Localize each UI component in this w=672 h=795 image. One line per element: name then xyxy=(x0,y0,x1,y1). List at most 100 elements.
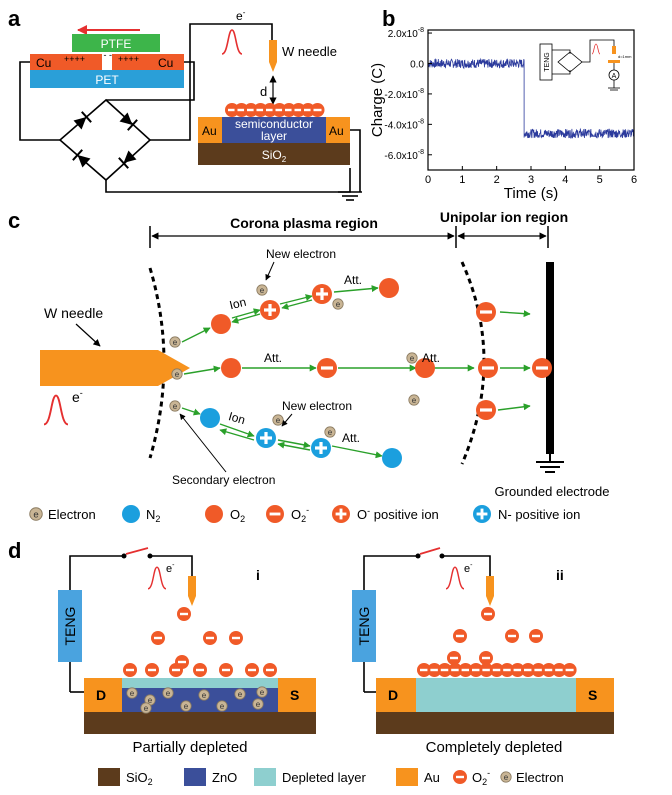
ions-i xyxy=(123,607,277,677)
grounded-electrode xyxy=(546,262,554,454)
o2-ion xyxy=(453,629,467,643)
o2-ion xyxy=(476,400,496,420)
legend-n-positive: N- positive ion xyxy=(498,507,580,522)
electron xyxy=(126,687,138,699)
device-ii: e- TENG ii D S Completely depleted xyxy=(352,547,614,756)
pet-layer xyxy=(30,70,184,88)
bridge-rectifier xyxy=(19,23,351,193)
x-axis-label: Time (s) xyxy=(504,185,558,202)
x-tick-label: 4 xyxy=(562,174,568,186)
panel-label-a: a xyxy=(8,6,21,31)
electron xyxy=(198,689,210,701)
electron-label-a: e- xyxy=(236,8,246,23)
legend-electron-d: Electron xyxy=(516,770,564,785)
electron xyxy=(162,687,174,699)
gap-label: d xyxy=(260,84,267,99)
n-positive-ion xyxy=(256,428,276,448)
needle-label-a: W needle xyxy=(282,44,337,59)
o2-ion xyxy=(478,358,498,378)
o2-ion xyxy=(123,663,137,677)
legend-o2: O2 xyxy=(230,507,245,524)
legend-depleted: Depleted layer xyxy=(282,770,366,785)
ptfe-label: PTFE xyxy=(101,37,132,51)
au-left-label: Au xyxy=(202,124,217,138)
reaction-arrows xyxy=(181,285,531,459)
o2-molecule xyxy=(221,358,241,378)
x-tick-label: 1 xyxy=(459,174,465,186)
cu-right-label: Cu xyxy=(158,56,173,70)
w-needle-c xyxy=(40,350,190,386)
drain-label-ii: D xyxy=(388,687,398,703)
semiconductor-stack: SiO2 Au Au semiconductor layer xyxy=(198,117,350,165)
n2-molecule xyxy=(382,448,402,468)
sub-label-ii: ii xyxy=(556,567,564,583)
o2-ion xyxy=(193,663,207,677)
ptfe-layer xyxy=(72,34,160,52)
legend-au: Au xyxy=(424,770,440,785)
o2-ion xyxy=(532,358,552,378)
ground-symbol-c xyxy=(536,454,564,473)
y-tick-label: 0.0 xyxy=(410,59,424,70)
grounded-electrode-label: Grounded electrode xyxy=(495,484,610,499)
needle-label-c: W needle xyxy=(44,305,103,321)
semiconductor-label-1: semiconductor xyxy=(235,117,313,131)
semiconductor-label-2: layer xyxy=(261,129,287,143)
att-label-4: Att. xyxy=(342,431,360,445)
surface-ion xyxy=(310,103,325,117)
o2-ion xyxy=(169,663,183,677)
surface-ions-a xyxy=(225,103,325,117)
ground-symbol-a xyxy=(338,191,362,201)
x-tick-label: 3 xyxy=(528,174,534,186)
legend-o-positive: O- positive ion xyxy=(357,506,439,522)
sio2-substrate xyxy=(198,143,350,165)
pulse-icon-a xyxy=(221,29,243,55)
o2-ion xyxy=(263,663,277,677)
teng-device: PTFE - - - - - Cu Cu ++++ ++++ PET xyxy=(30,25,184,88)
electron xyxy=(256,686,268,698)
pet-label: PET xyxy=(95,73,119,87)
secondary-electron-label: Secondary electron xyxy=(172,473,275,487)
sub-label-i: i xyxy=(256,567,260,583)
source-label-ii: S xyxy=(588,687,597,703)
device-i: e- TENG i D S Partially depleted xyxy=(58,547,316,756)
n2-molecule xyxy=(200,408,220,428)
ion-label-2: Ion xyxy=(227,409,247,427)
au-right-label: Au xyxy=(329,124,344,138)
drain-label-i: D xyxy=(96,687,106,703)
legend-zno: ZnO xyxy=(212,770,237,785)
o2-ion xyxy=(447,651,461,665)
legend-c: Electron N2 O2 O2- O- positive ion N- po… xyxy=(29,505,580,524)
o2-ion xyxy=(505,629,519,643)
x-tick-label: 6 xyxy=(631,174,637,186)
teng-label-ii: TENG xyxy=(356,607,372,646)
electron xyxy=(216,700,228,712)
o-positive-ion xyxy=(312,284,332,304)
o2-ion xyxy=(151,631,165,645)
au-left-pad xyxy=(198,117,222,143)
y-axis-label: Charge (C) xyxy=(369,63,386,137)
caption-ii: Completely depleted xyxy=(426,739,563,756)
legend-n2: N2 xyxy=(146,507,160,524)
o2-ion xyxy=(177,607,191,621)
electron-label-c: e- xyxy=(72,388,83,405)
n-positive-ion xyxy=(311,438,331,458)
teng-label-i: TENG xyxy=(62,607,78,646)
legend-o2-ion-d: O2- xyxy=(472,768,490,787)
o2-ion xyxy=(479,651,493,665)
legend-o2-ion: O2- xyxy=(291,505,309,524)
o2-ion xyxy=(229,631,243,645)
diodes xyxy=(71,110,139,170)
legend-electron: Electron xyxy=(48,507,96,522)
surface-ion xyxy=(562,663,577,677)
electron xyxy=(180,700,192,712)
y-tick-label: -6.0x10-8 xyxy=(384,149,424,162)
x-tick-label: 0 xyxy=(425,174,431,186)
caption-i: Partially depleted xyxy=(132,739,247,756)
charge-series-line xyxy=(427,57,635,139)
semiconductor-layer xyxy=(222,117,326,143)
o2-ion xyxy=(219,663,233,677)
x-tick-label: 5 xyxy=(597,174,603,186)
cu-right xyxy=(112,54,184,70)
legend-d: SiO2 ZnO Depleted layer Au O2- Electron xyxy=(98,768,564,787)
